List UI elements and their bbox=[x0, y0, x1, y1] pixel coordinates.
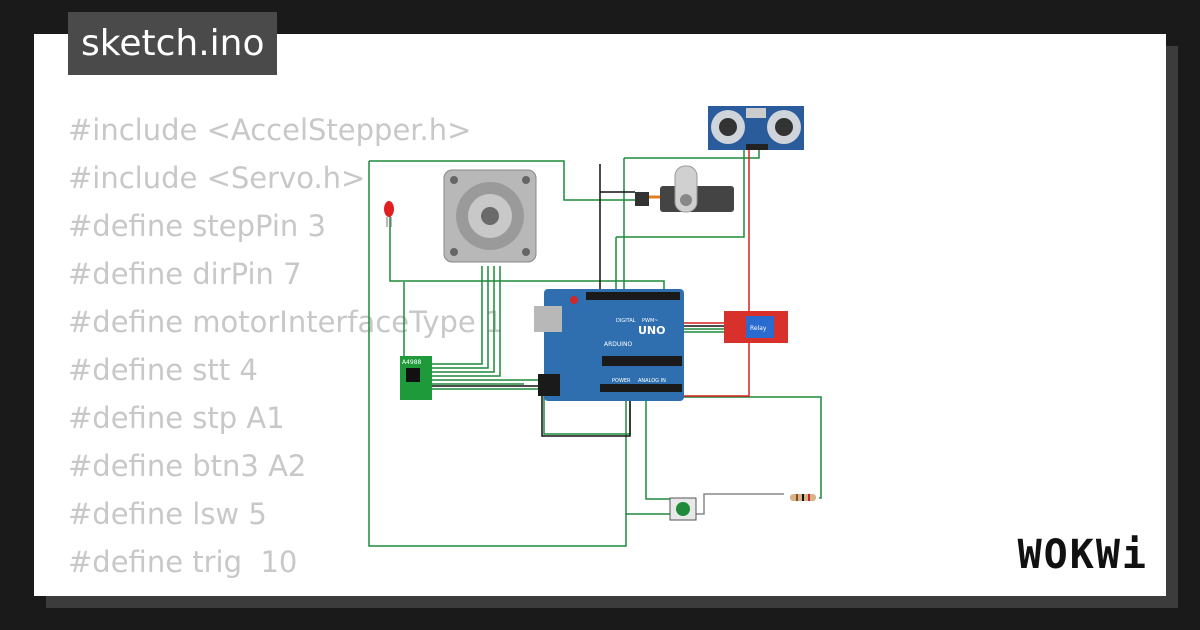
arduino-uno-board[interactable]: DIGITAL PWM~ UNO ARDUINO POWER ANALOG IN bbox=[534, 289, 684, 401]
code-line: #include <Servo.h> bbox=[68, 161, 366, 195]
project-card: #include <AccelStepper.h> #include <Serv… bbox=[34, 34, 1166, 596]
board-brand: UNO bbox=[638, 324, 666, 337]
analog-label: ANALOG IN bbox=[638, 378, 666, 384]
code-line: #define btn3 A2 bbox=[68, 449, 307, 483]
code-editor[interactable]: #include <AccelStepper.h> #include <Serv… bbox=[68, 106, 503, 596]
file-tab[interactable]: sketch.ino bbox=[68, 12, 278, 75]
relay-module[interactable]: Relay bbox=[724, 311, 788, 343]
wokwi-logo: WOKWi bbox=[1017, 532, 1148, 578]
code-line: #define echo 11 bbox=[68, 586, 503, 596]
code-line: #define stt 4 bbox=[68, 353, 258, 387]
board-subtitle: ARDUINO bbox=[604, 341, 633, 348]
code-line: #define lsw 5 bbox=[68, 497, 267, 531]
code-line: #define dirPin 7 bbox=[68, 257, 302, 291]
push-button[interactable] bbox=[669, 497, 697, 521]
stepper-motor[interactable] bbox=[443, 169, 537, 263]
pwm-label: PWM~ bbox=[642, 318, 658, 324]
a4988-driver[interactable]: A4988 bbox=[400, 356, 432, 400]
power-label: POWER bbox=[612, 378, 631, 384]
digital-label: DIGITAL bbox=[616, 318, 636, 324]
code-line: #define stp A1 bbox=[68, 401, 285, 435]
ultrasonic-sensor[interactable] bbox=[708, 106, 804, 150]
relay-label: Relay bbox=[750, 325, 767, 332]
code-line: #define stepPin 3 bbox=[68, 209, 326, 243]
led[interactable] bbox=[384, 201, 394, 227]
code-line: #define trig 10 bbox=[68, 545, 298, 579]
resistor bbox=[790, 494, 816, 501]
driver-label: A4988 bbox=[402, 359, 422, 366]
code-line: #include <AccelStepper.h> bbox=[68, 113, 472, 147]
code-line: #define motorInterfaceType 1 bbox=[68, 305, 504, 339]
circuit-diagram[interactable]: DIGITAL PWM~ UNO ARDUINO POWER ANALOG IN… bbox=[34, 34, 1166, 596]
servo-motor[interactable] bbox=[635, 165, 734, 213]
